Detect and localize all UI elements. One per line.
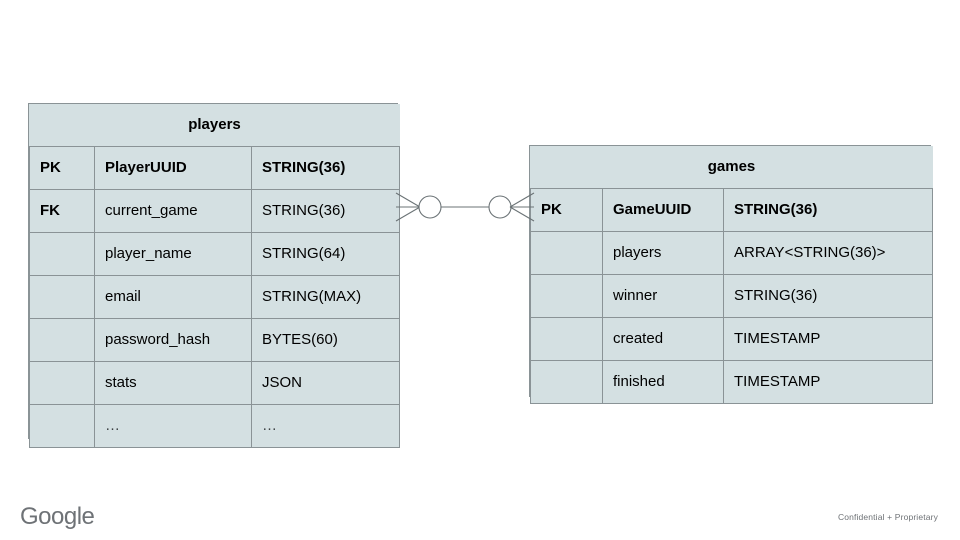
table-row[interactable]: PK PlayerUUID STRING(36) [29,146,400,190]
row-key-badge [530,231,603,275]
crows-foot-left-icon [395,192,421,222]
row-key-badge [29,318,95,362]
row-field-name: PlayerUUID [94,146,252,190]
crows-foot-right-icon [509,192,535,222]
row-key-badge: FK [29,189,95,233]
table-row[interactable]: finished TIMESTAMP [530,360,933,404]
table-row[interactable]: winner STRING(36) [530,274,933,318]
row-field-name: winner [602,274,724,318]
entity-games-title: games [530,146,933,189]
row-field-name: email [94,275,252,319]
row-field-type: STRING(36) [251,189,400,233]
row-field-name: … [94,404,252,448]
row-field-type: STRING(64) [251,232,400,276]
relationship-connector-players-games[interactable] [390,181,540,233]
table-row[interactable]: stats JSON [29,361,400,405]
row-field-type: ARRAY<STRING(36)> [723,231,933,275]
row-key-badge: PK [530,188,603,232]
table-row[interactable]: password_hash BYTES(60) [29,318,400,362]
entity-games-grid: games PK GameUUID STRING(36) players ARR… [530,146,933,404]
row-field-type: TIMESTAMP [723,317,933,361]
row-key-badge: PK [29,146,95,190]
cardinality-zero-circle-right [488,195,512,219]
row-field-name: created [602,317,724,361]
row-field-name: stats [94,361,252,405]
row-key-badge [29,232,95,276]
row-key-badge [29,404,95,448]
confidentiality-notice: Confidential + Proprietary [837,512,938,522]
cardinality-zero-circle-left [418,195,442,219]
row-field-name: current_game [94,189,252,233]
row-field-type: STRING(MAX) [251,275,400,319]
entity-players-grid: players PK PlayerUUID STRING(36) FK curr… [29,104,400,448]
row-field-type: BYTES(60) [251,318,400,362]
entity-table-players[interactable]: players PK PlayerUUID STRING(36) FK curr… [28,103,400,448]
entity-players-title-row: players [29,104,400,147]
table-row[interactable]: players ARRAY<STRING(36)> [530,231,933,275]
table-row[interactable]: … … [29,404,400,448]
table-row[interactable]: email STRING(MAX) [29,275,400,319]
entity-players-title: players [29,104,400,147]
entity-table-games[interactable]: games PK GameUUID STRING(36) players ARR… [529,145,933,404]
row-key-badge [29,361,95,405]
row-field-name: GameUUID [602,188,724,232]
table-row[interactable]: player_name STRING(64) [29,232,400,276]
entity-games-title-row: games [530,146,933,189]
row-field-name: finished [602,360,724,404]
table-row[interactable]: created TIMESTAMP [530,317,933,361]
row-key-badge [29,275,95,319]
row-field-type: STRING(36) [723,188,933,232]
table-row[interactable]: PK GameUUID STRING(36) [530,188,933,232]
row-field-name: players [602,231,724,275]
table-row[interactable]: FK current_game STRING(36) [29,189,400,233]
google-logo: Google [20,503,95,530]
row-field-type: … [251,404,400,448]
row-field-name: password_hash [94,318,252,362]
row-field-name: player_name [94,232,252,276]
row-field-type: STRING(36) [723,274,933,318]
row-key-badge [530,317,603,361]
row-key-badge [530,360,603,404]
row-field-type: JSON [251,361,400,405]
row-field-type: TIMESTAMP [723,360,933,404]
row-key-badge [530,274,603,318]
row-field-type: STRING(36) [251,146,400,190]
